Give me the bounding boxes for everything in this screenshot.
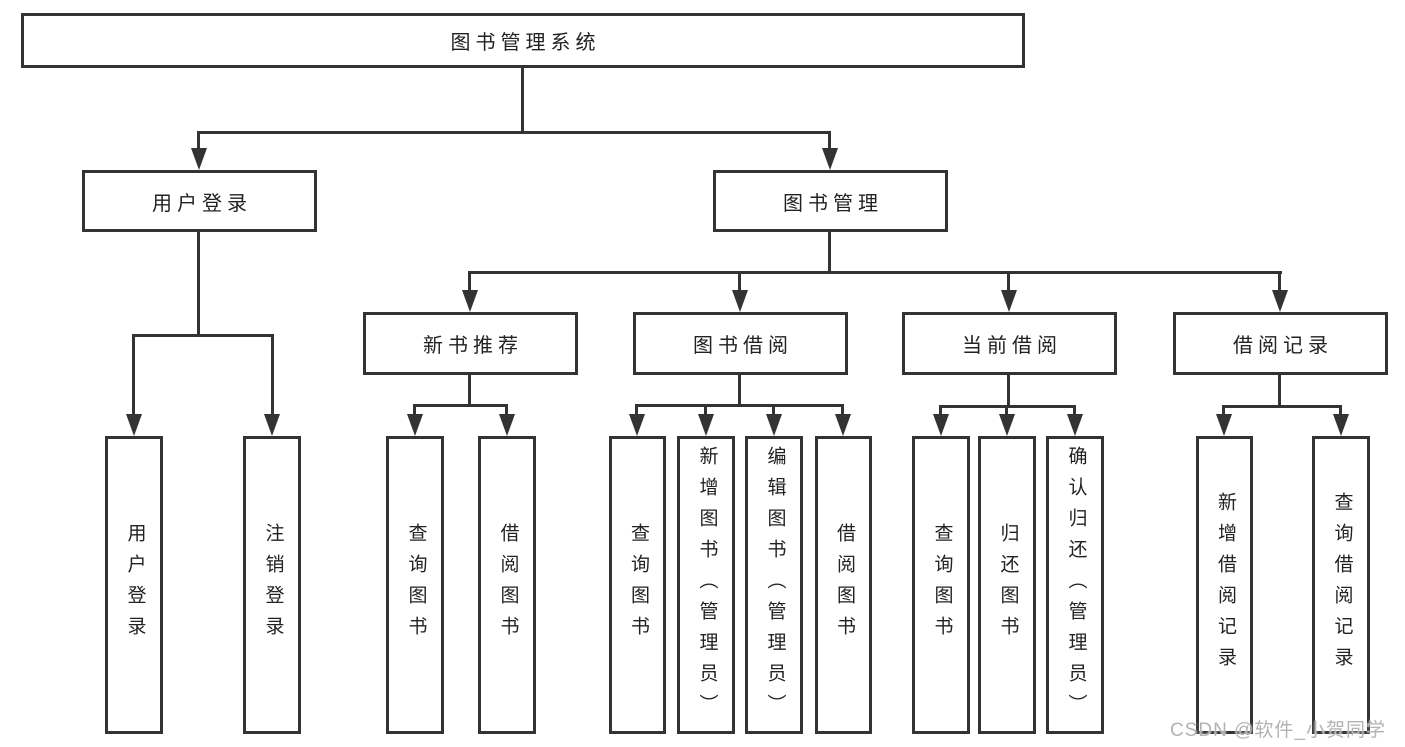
connector-book-borrow-rail bbox=[635, 404, 844, 407]
arrow-down-icon bbox=[822, 148, 838, 170]
node-current-borrow-label: 当前借阅 bbox=[962, 335, 1062, 357]
connector-drop-leaf bbox=[132, 334, 135, 422]
connector-borrow-records-rail bbox=[1222, 405, 1342, 408]
leaf-borrow-query-books-label: 查询图书 bbox=[627, 523, 649, 647]
connector-level3-rail bbox=[468, 271, 1282, 274]
leaf-newbooks-borrow-books-label: 借阅图书 bbox=[497, 523, 519, 647]
connector-drop-leaf bbox=[939, 405, 942, 422]
leaf-borrow-add-books-admin-label: 新增图书（管理员） bbox=[696, 445, 718, 725]
arrow-down-icon bbox=[1067, 414, 1083, 436]
arrow-down-icon bbox=[499, 414, 515, 436]
leaf-borrow-borrow-books-label: 借阅图书 bbox=[833, 523, 855, 647]
connector-drop-leaf bbox=[635, 404, 638, 422]
node-borrow-records: 借阅记录 bbox=[1173, 312, 1388, 375]
node-root-label: 图书管理系统 bbox=[450, 32, 601, 54]
leaf-user-login-label: 用户登录 bbox=[124, 523, 146, 647]
arrow-down-icon bbox=[462, 290, 478, 312]
leaf-current-return-books-label: 归还图书 bbox=[997, 523, 1019, 647]
connector-drop-book-borrow bbox=[738, 271, 741, 296]
leaf-current-confirm-return-admin: 确认归还（管理员） bbox=[1046, 436, 1104, 734]
arrow-down-icon bbox=[264, 414, 280, 436]
arrow-down-icon bbox=[1216, 414, 1232, 436]
arrow-down-icon bbox=[126, 414, 142, 436]
connector-user-login-rail bbox=[132, 334, 274, 337]
arrow-down-icon bbox=[629, 414, 645, 436]
leaf-current-query-books-label: 查询图书 bbox=[931, 523, 953, 647]
arrow-down-icon bbox=[191, 148, 207, 170]
connector-root-stem bbox=[521, 68, 524, 133]
connector-new-books-stem bbox=[468, 375, 471, 407]
connector-drop-leaf bbox=[1222, 405, 1225, 422]
leaf-user-login: 用户登录 bbox=[105, 436, 163, 734]
node-book-mgmt-label: 图书管理 bbox=[783, 192, 883, 215]
leaf-current-query-books: 查询图书 bbox=[912, 436, 970, 734]
connector-current-borrow-stem bbox=[1007, 375, 1010, 407]
leaf-logout: 注销登录 bbox=[243, 436, 301, 734]
leaf-newbooks-query-books: 查询图书 bbox=[386, 436, 444, 734]
csdn-watermark: CSDN @软件_小贺同学 bbox=[1170, 720, 1386, 741]
leaf-records-add-record-label: 新增借阅记录 bbox=[1214, 492, 1236, 678]
connector-drop-leaf bbox=[271, 334, 274, 422]
connector-drop-book-mgmt bbox=[828, 131, 831, 156]
connector-drop-borrow-records bbox=[1278, 271, 1281, 296]
connector-drop-user-login bbox=[197, 131, 200, 156]
leaf-records-add-record: 新增借阅记录 bbox=[1196, 436, 1253, 734]
arrow-down-icon bbox=[933, 414, 949, 436]
connector-drop-new-books bbox=[468, 271, 471, 296]
connector-drop-leaf bbox=[1005, 405, 1008, 422]
connector-level2-rail bbox=[197, 131, 831, 134]
leaf-records-query-record: 查询借阅记录 bbox=[1312, 436, 1370, 734]
node-book-borrow: 图书借阅 bbox=[633, 312, 848, 375]
arrow-down-icon bbox=[766, 414, 782, 436]
node-root: 图书管理系统 bbox=[21, 13, 1025, 68]
connector-book-borrow-stem bbox=[738, 375, 741, 407]
connector-drop-current-borrow bbox=[1007, 271, 1010, 296]
arrow-down-icon bbox=[1333, 414, 1349, 436]
connector-borrow-records-stem bbox=[1278, 375, 1281, 407]
arrow-down-icon bbox=[1272, 290, 1288, 312]
arrow-down-icon bbox=[1001, 290, 1017, 312]
connector-drop-leaf bbox=[1339, 405, 1342, 422]
connector-new-books-rail bbox=[413, 404, 508, 407]
leaf-borrow-edit-books-admin-label: 编辑图书（管理员） bbox=[764, 445, 786, 725]
leaf-logout-label: 注销登录 bbox=[262, 523, 284, 647]
node-book-mgmt: 图书管理 bbox=[713, 170, 948, 232]
node-current-borrow: 当前借阅 bbox=[902, 312, 1117, 375]
leaf-borrow-query-books: 查询图书 bbox=[609, 436, 666, 734]
connector-drop-leaf bbox=[413, 404, 416, 422]
leaf-borrow-borrow-books: 借阅图书 bbox=[815, 436, 872, 734]
leaf-current-confirm-return-admin-label: 确认归还（管理员） bbox=[1065, 445, 1087, 725]
node-new-books-label: 新书推荐 bbox=[423, 335, 523, 357]
connector-drop-leaf bbox=[772, 404, 775, 422]
arrow-down-icon bbox=[732, 290, 748, 312]
arrow-down-icon bbox=[999, 414, 1015, 436]
arrow-down-icon bbox=[698, 414, 714, 436]
connector-user-login-stem bbox=[197, 232, 200, 336]
connector-book-mgmt-stem bbox=[828, 232, 831, 274]
arrow-down-icon bbox=[835, 414, 851, 436]
node-book-borrow-label: 图书借阅 bbox=[693, 335, 793, 357]
leaf-borrow-add-books-admin: 新增图书（管理员） bbox=[677, 436, 735, 734]
arrow-down-icon bbox=[407, 414, 423, 436]
leaf-newbooks-borrow-books: 借阅图书 bbox=[478, 436, 536, 734]
node-borrow-records-label: 借阅记录 bbox=[1233, 335, 1333, 357]
leaf-current-return-books: 归还图书 bbox=[978, 436, 1036, 734]
connector-drop-leaf bbox=[841, 404, 844, 422]
leaf-borrow-edit-books-admin: 编辑图书（管理员） bbox=[745, 436, 803, 734]
connector-drop-leaf bbox=[1073, 405, 1076, 422]
node-new-books: 新书推荐 bbox=[363, 312, 578, 375]
connector-drop-leaf bbox=[704, 404, 707, 422]
node-user-login: 用户登录 bbox=[82, 170, 317, 232]
node-user-login-label: 用户登录 bbox=[152, 192, 252, 215]
connector-drop-leaf bbox=[505, 404, 508, 422]
leaf-newbooks-query-books-label: 查询图书 bbox=[405, 523, 427, 647]
leaf-records-query-record-label: 查询借阅记录 bbox=[1331, 492, 1353, 678]
